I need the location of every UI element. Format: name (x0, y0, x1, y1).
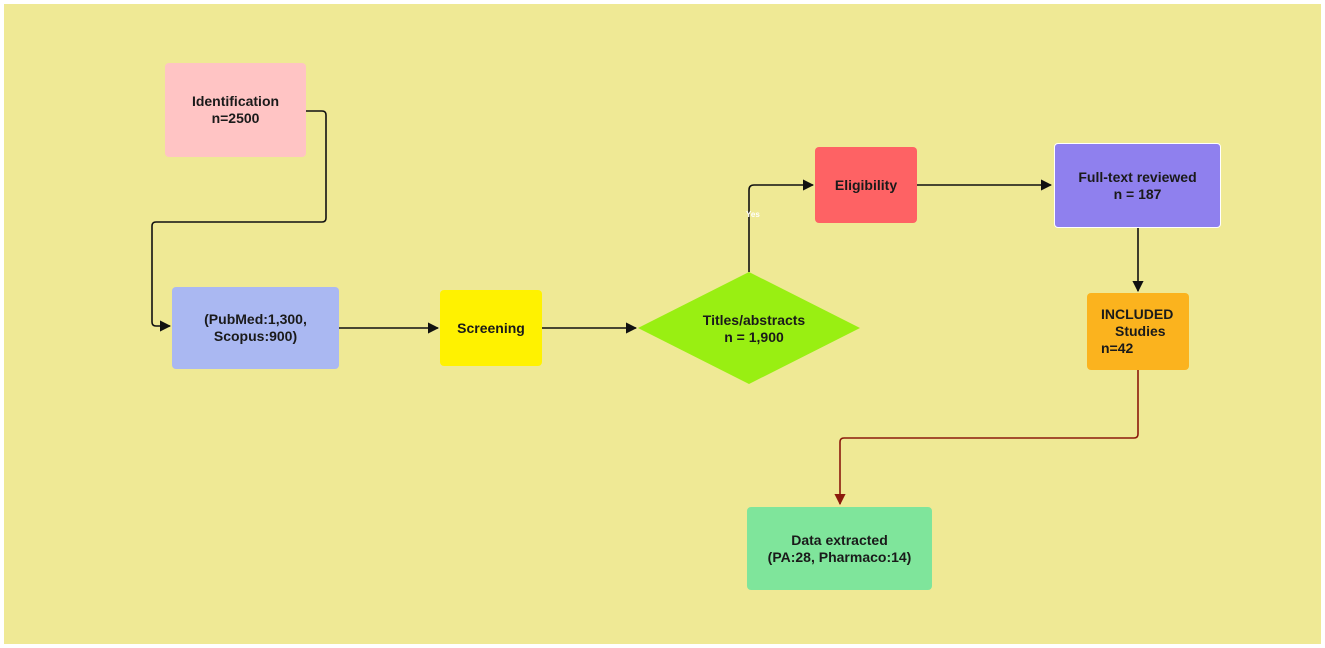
identification-label: Identification (191, 93, 280, 109)
included-label: INCLUDED (1101, 306, 1174, 322)
data-extracted-box: Data extracted (PA:28, Pharmaco:14) (747, 507, 932, 590)
included-box: INCLUDED Studies n=42 (1087, 293, 1189, 370)
sources-line2: Scopus:900) (213, 328, 298, 344)
titles-abstracts-diamond (638, 272, 860, 384)
eligibility-box: Eligibility (815, 147, 917, 223)
full-text-box: Full-text reviewed n = 187 (1054, 143, 1221, 228)
connector-identification-to-sources (151, 110, 327, 332)
titles-abstracts-line1: Titles/abstracts (702, 312, 806, 328)
full-text-label: Full-text reviewed (1078, 168, 1197, 185)
connector-included-to-data-extracted (834, 370, 1139, 506)
sources-box: (PubMed:1,300, Scopus:900) (172, 287, 339, 369)
screening-label: Screening (457, 319, 525, 336)
included-count: n=42 (1101, 340, 1134, 356)
full-text-count: n = 187 (1113, 185, 1162, 202)
sources-line1: (PubMed:1,300, (204, 311, 307, 327)
identification-box: Identification n=2500 (165, 63, 306, 157)
yes-branch-label: Yes (746, 210, 760, 219)
titles-abstracts-count: n = 1,900 (724, 329, 784, 345)
included-studies-label: Studies (1115, 323, 1166, 339)
screening-box: Screening (440, 290, 542, 366)
eligibility-label: Eligibility (834, 176, 898, 193)
identification-count: n=2500 (211, 110, 260, 126)
data-extracted-breakdown: (PA:28, Pharmaco:14) (767, 548, 912, 565)
connector-titles-to-eligibility (748, 179, 815, 272)
flowchart-canvas: Yes Titles/abstracts n = 1,900 Identific… (4, 4, 1321, 644)
connector-layer (151, 110, 1144, 506)
titles-abstracts-text: Titles/abstracts n = 1,900 (664, 312, 844, 346)
data-extracted-label: Data extracted (791, 531, 888, 548)
